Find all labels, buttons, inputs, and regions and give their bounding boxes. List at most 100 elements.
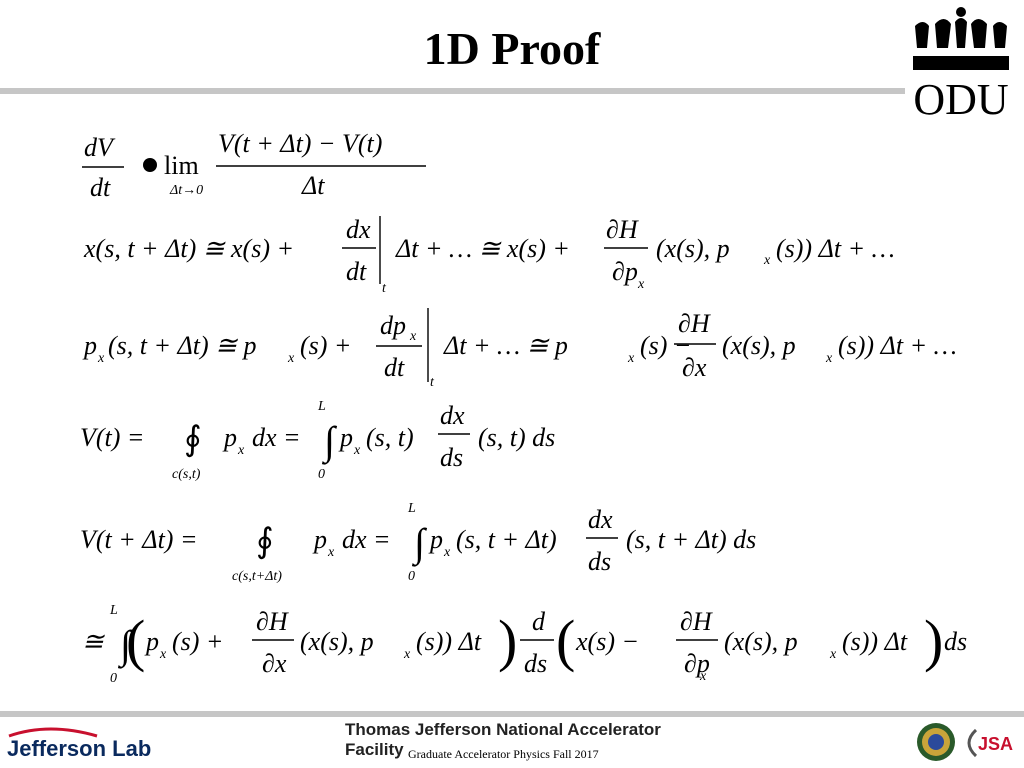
eq1-den: Δt xyxy=(301,171,325,200)
svg-text:(: ( xyxy=(556,608,575,673)
eq5-part-14: (s, t + Δt) ds xyxy=(626,525,756,554)
eq3-dp: dp xyxy=(380,311,406,340)
eq1-lhs-den: dt xyxy=(90,173,111,202)
eq3-dt: dt xyxy=(384,353,405,382)
eq2-part-4: Δt + … ≅ x(s) + xyxy=(395,234,570,263)
eq2-dp: ∂p xyxy=(612,257,638,286)
svg-text:): ) xyxy=(498,608,517,673)
eq6-d: d xyxy=(532,607,546,636)
footer-divider xyxy=(0,711,1024,717)
eq2-dH: ∂H xyxy=(606,215,639,244)
eq6-lower: 0 xyxy=(110,671,117,686)
eq3-part-14: (x(s), p xyxy=(722,331,796,360)
eq3-sub-x1: x xyxy=(97,351,105,366)
title-divider xyxy=(0,88,905,94)
equation-2: x(s, t + Δt) ≅ x(s) + dx dt t Δt + … ≅ x… xyxy=(0,212,1024,302)
eq4-part-11: (s, t) xyxy=(366,423,414,452)
eq5-upper: L xyxy=(407,501,416,516)
jefferson-lab-logo: Jefferson Lab xyxy=(7,727,151,761)
eq3-sub-x4: x xyxy=(627,351,635,366)
eq6-part-11: (s)) Δt xyxy=(416,627,482,656)
eq3-sub-x3: x xyxy=(409,329,417,344)
eq6-part-14: x(s) − xyxy=(575,627,639,656)
equation-5: V(t + Δt) = ∮ c(s,t+Δt) p x dx = ∫ L 0 p… xyxy=(0,496,1024,592)
eq1-lim: lim xyxy=(164,151,199,180)
eq3-dx: ∂x xyxy=(682,353,707,382)
eq4-contour-limit: c(s,t) xyxy=(172,467,201,482)
eq4-lower: 0 xyxy=(318,467,325,482)
jsa-logo: JSA xyxy=(967,728,1013,758)
equation-6: ≅ ∫ L 0 ( p x (s) + ∂H ∂x (x(s), p x (s)… xyxy=(0,598,1024,694)
eq5-sub-x2: x xyxy=(443,545,451,560)
eq5-part-5: dx = xyxy=(342,525,391,554)
jefferson-lab-text: Jefferson Lab xyxy=(7,736,151,761)
eq6-sub-x1: x xyxy=(159,647,167,662)
doe-seal-icon xyxy=(917,723,955,761)
eq4-part-5: dx = xyxy=(252,423,301,452)
eq4-part-14: (s, t) ds xyxy=(478,423,555,452)
eq5-contour-limit: c(s,t+Δt) xyxy=(232,569,282,584)
eq3-sub-x5: x xyxy=(825,351,833,366)
eq4-p: p xyxy=(222,423,237,452)
eq2-part-10: (s)) Δt + … xyxy=(776,234,895,263)
eq4-p2: p xyxy=(338,423,353,452)
eq5-ds: ds xyxy=(588,547,611,576)
eq5-lower: 0 xyxy=(408,569,415,584)
eq6-part-20: (s)) Δt xyxy=(842,627,908,656)
eq5-p2: p xyxy=(428,525,443,554)
eq2-sub-x2: x xyxy=(763,253,771,268)
eq3-p: p xyxy=(82,331,97,360)
svg-text:(: ( xyxy=(126,608,145,673)
eq3-part-11: (s) − xyxy=(640,331,691,360)
eq2-dt: dt xyxy=(346,257,367,286)
eq6-dH1: ∂H xyxy=(256,607,289,636)
eq4-integral: ∫ xyxy=(321,418,338,465)
eq3-part-4: (s) + xyxy=(300,331,351,360)
jsa-text: JSA xyxy=(978,734,1013,754)
eq3-sub-x2: x xyxy=(287,351,295,366)
eq4-sub-x1: x xyxy=(237,443,245,458)
eq2-dx: dx xyxy=(346,215,371,244)
eq1-num: V(t + Δt) − V(t) xyxy=(218,129,382,158)
equation-4: V(t) = ∮ c(s,t) p x dx = ∫ L 0 p x (s, t… xyxy=(0,394,1024,490)
eq4-dx: dx xyxy=(440,401,465,430)
odu-logo: ODU xyxy=(913,7,1009,122)
eq3-part-2: (s, t + Δt) ≅ p xyxy=(108,331,256,360)
svg-text:Δt→0: Δt→0 xyxy=(169,183,203,198)
eq6-part-9: (x(s), p xyxy=(300,627,374,656)
course-name: Graduate Accelerator Physics Fall 2017 xyxy=(408,747,599,761)
eq6-sub-x3: x xyxy=(699,669,707,684)
svg-text:): ) xyxy=(924,608,943,673)
eq6-ds1: ds xyxy=(524,649,547,678)
eq6-dH2: ∂H xyxy=(680,607,713,636)
eq5-dx: dx xyxy=(588,505,613,534)
eq6-dp2: ∂p xyxy=(684,649,710,678)
eq2-sub-t: t xyxy=(382,281,387,296)
facility-name: Thomas Jefferson National Accelerator Fa… xyxy=(345,720,661,759)
eq3-part-9: Δt + … ≅ p xyxy=(443,331,568,360)
page-title: 1D Proof xyxy=(423,23,601,74)
eq4-part-0: V(t) = xyxy=(80,423,144,452)
eq3-sub-t: t xyxy=(430,375,435,390)
eq2-part-8: (x(s), p xyxy=(656,234,730,263)
eq6-upper: L xyxy=(109,603,118,618)
equation-1: dV dt lim Δt→0 V(t + Δt) − V(t) Δt xyxy=(0,126,1024,206)
eq5-contour-integral: ∮ xyxy=(256,523,274,560)
eq4-contour-integral: ∮ xyxy=(184,421,202,458)
eq6-ds2: ds xyxy=(944,627,967,656)
eq6-sub-x2: x xyxy=(403,647,411,662)
eq5-sub-x1: x xyxy=(327,545,335,560)
eq6-part-6: (s) + xyxy=(172,627,223,656)
eq3-dH: ∂H xyxy=(678,309,711,338)
eq6-sub-x4: x xyxy=(829,647,837,662)
eq3-part-16: (s)) Δt + … xyxy=(838,331,957,360)
eq6-dx1: ∂x xyxy=(262,649,287,678)
odu-logo-text: ODU xyxy=(913,75,1008,122)
eq4-ds: ds xyxy=(440,443,463,472)
eq5-p: p xyxy=(312,525,327,554)
equation-3: p x (s, t + Δt) ≅ p x (s) + dp x dt t Δt… xyxy=(0,302,1024,392)
eq5-part-0: V(t + Δt) = xyxy=(80,525,198,554)
eq5-part-11: (s, t + Δt) xyxy=(456,525,557,554)
eq6-p: p xyxy=(144,627,159,656)
eq6-approx: ≅ xyxy=(82,627,105,656)
